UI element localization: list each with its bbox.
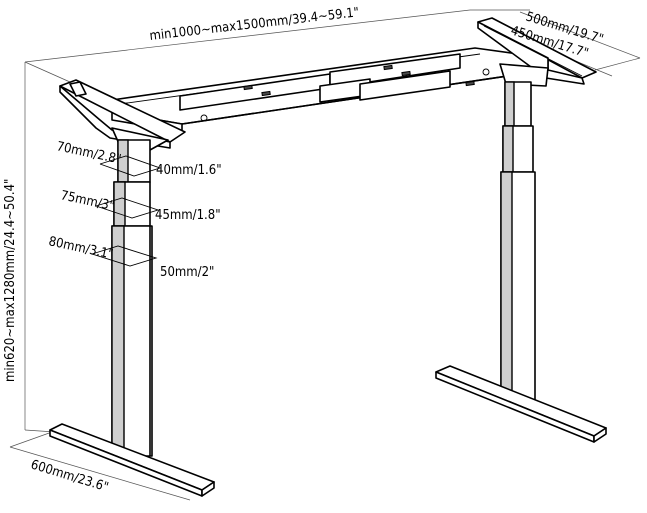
section-3-inner-label: 50mm/2" [160, 265, 214, 280]
left-column [111, 139, 153, 457]
right-top-bracket [477, 17, 597, 87]
right-foot [435, 365, 607, 443]
foot-length-label: 600mm/23.6" [29, 457, 110, 495]
section-1-outer-label: 70mm/2.8" [55, 139, 122, 167]
section-2-inner-label: 45mm/1.8" [155, 208, 221, 223]
left-section-guides [91, 155, 162, 267]
section-2-outer-label: 75mm/3" [59, 188, 115, 214]
left-top-bracket [59, 79, 186, 151]
width-range-label: min1000~max1500mm/39.4~59.1" [149, 5, 360, 44]
crossbar-assembly [111, 47, 549, 133]
left-foot [49, 423, 215, 497]
height-range-label: min620~max1280mm/24.4~50.4" [3, 179, 18, 382]
section-3-outer-label: 80mm/3.1" [47, 234, 114, 262]
section-1-inner-label: 40mm/1.6" [156, 163, 222, 178]
right-column [500, 81, 536, 403]
